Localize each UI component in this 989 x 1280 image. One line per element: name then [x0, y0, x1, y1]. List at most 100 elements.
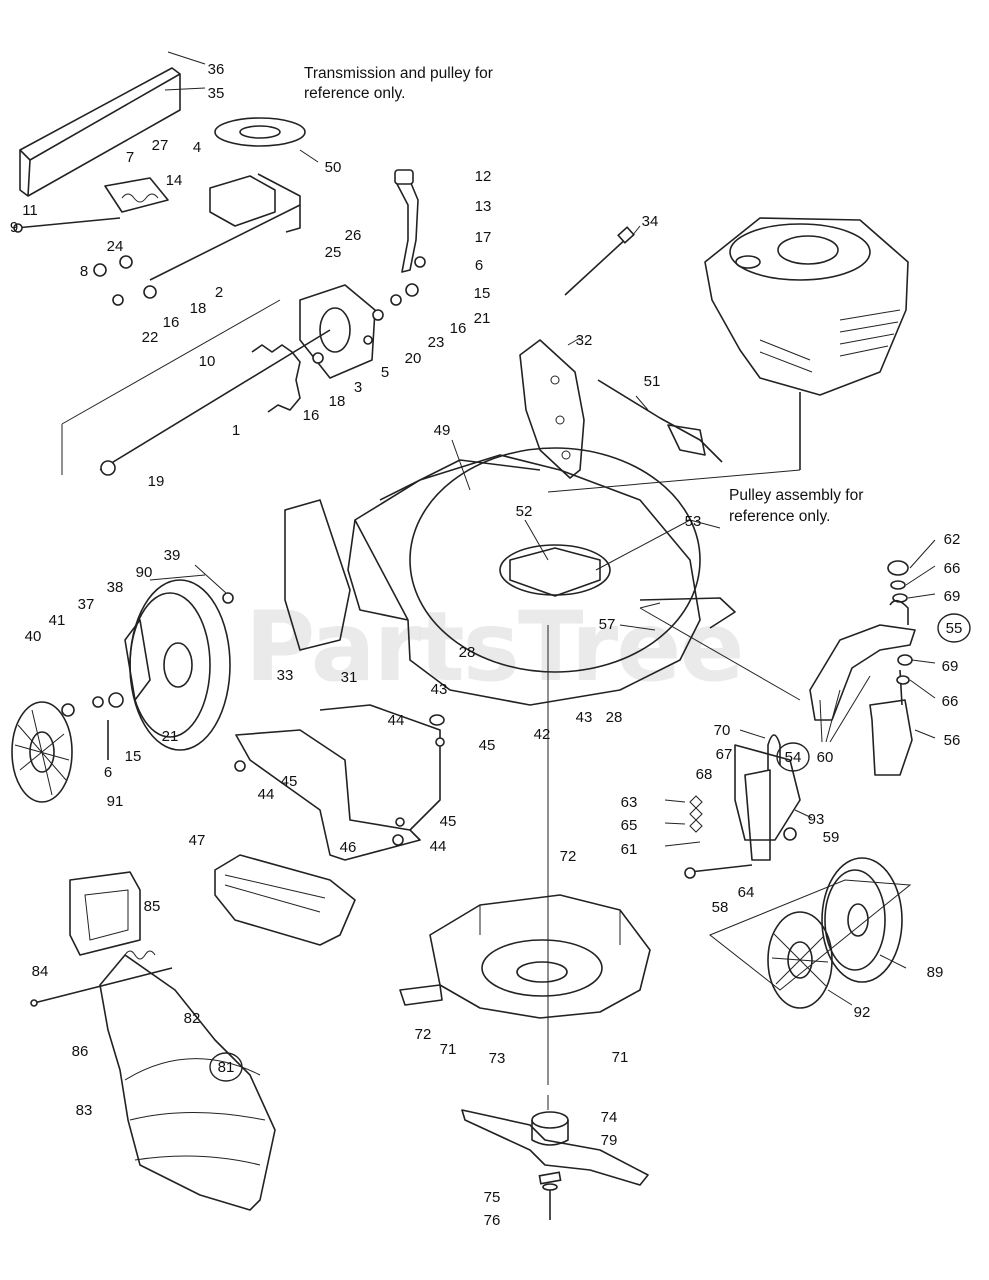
callout-label-c22: 22: [142, 329, 159, 346]
callout-label-c40: 40: [25, 628, 42, 645]
callout-label-c41: 41: [49, 612, 66, 629]
callout-label-c83: 83: [76, 1102, 93, 1119]
callout-label-c90: 90: [136, 564, 153, 581]
callout-circle: [209, 1052, 243, 1082]
pulley-note: Pulley assembly for reference only.: [729, 487, 863, 525]
callout-label-c74: 74: [601, 1109, 618, 1126]
handle-bracket: [519, 337, 585, 479]
callout-label-c14: 14: [166, 172, 183, 189]
callout-label-c45b: 45: [281, 773, 298, 790]
callout-label-c75: 75: [484, 1189, 501, 1206]
callout-label-c57: 57: [599, 616, 616, 633]
callout-label-c44a: 44: [388, 712, 405, 729]
callout-label-c18a: 18: [190, 300, 207, 317]
callout-label-c27: 27: [152, 137, 169, 154]
callout-label-c62: 62: [944, 531, 961, 548]
callout-label-c51: 51: [644, 373, 661, 390]
callout-label-c68: 68: [696, 766, 713, 783]
callout-label-c8: 8: [80, 263, 88, 280]
callout-label-c66b: 66: [942, 693, 959, 710]
circled-callout-label: 81: [218, 1059, 235, 1076]
circled-callout-k81: 81: [209, 1052, 243, 1082]
callout-label-c16c: 16: [303, 407, 320, 424]
callout-label-c43a: 43: [431, 681, 448, 698]
callout-label-c70: 70: [714, 722, 731, 739]
callout-label-c15b: 15: [125, 748, 142, 765]
baffle: [399, 625, 651, 1110]
callout-label-c28b: 28: [606, 709, 623, 726]
rear-wheel-assembly: [664, 539, 936, 1009]
callout-label-c3: 3: [354, 379, 362, 396]
grass-catcher: [30, 871, 276, 1211]
callout-label-c42: 42: [534, 726, 551, 743]
callout-label-c59: 59: [823, 829, 840, 846]
callout-label-c7: 7: [126, 149, 134, 166]
front-wheel-assembly: [11, 564, 234, 803]
transmission-note-line-2: reference only.: [304, 85, 405, 102]
callout-label-c2: 2: [215, 284, 223, 301]
callout-label-c21a: 21: [474, 310, 491, 327]
callout-label-c53: 53: [685, 513, 702, 530]
callout-label-c72b: 72: [415, 1026, 432, 1043]
callout-label-c17: 17: [475, 229, 492, 246]
callout-label-c50: 50: [325, 159, 342, 176]
callout-label-c19: 19: [148, 473, 165, 490]
callout-label-c23: 23: [428, 334, 445, 351]
callout-label-c39: 39: [164, 547, 181, 564]
callout-label-c76: 76: [484, 1212, 501, 1229]
callout-label-c18b: 18: [329, 393, 346, 410]
callout-label-c69b: 69: [942, 658, 959, 675]
callout-label-c49: 49: [434, 422, 451, 439]
callout-label-c26: 26: [345, 227, 362, 244]
callout-label-c58: 58: [712, 899, 729, 916]
drive-assembly: [13, 51, 426, 476]
circled-callout-k54: 54: [776, 742, 810, 772]
callout-label-c47: 47: [189, 832, 206, 849]
circled-callout-label: 55: [946, 620, 963, 637]
callout-label-c66a: 66: [944, 560, 961, 577]
callout-label-c91: 91: [107, 793, 124, 810]
circled-callout-k55: 55: [937, 613, 971, 643]
callout-label-c5: 5: [381, 364, 389, 381]
circled-callout-label: 54: [785, 749, 802, 766]
callout-label-c6b: 6: [104, 764, 112, 781]
callout-label-c25: 25: [325, 244, 342, 261]
callout-label-c89: 89: [927, 964, 944, 981]
callout-label-c36: 36: [208, 61, 225, 78]
callout-label-c32: 32: [576, 332, 593, 349]
callout-label-c20: 20: [405, 350, 422, 367]
callout-label-c43b: 43: [576, 709, 593, 726]
pulley-note-line-1: Pulley assembly for: [729, 487, 863, 504]
callout-label-c84: 84: [32, 963, 49, 980]
callout-label-c9: 9: [10, 219, 18, 236]
callout-circle: [937, 613, 971, 643]
circled-callouts: 55 54 81: [209, 613, 971, 1082]
callout-label-c24: 24: [107, 238, 124, 255]
callout-label-c38: 38: [107, 579, 124, 596]
callout-label-c71a: 71: [440, 1041, 457, 1058]
engine: [547, 217, 909, 493]
callout-label-c85: 85: [144, 898, 161, 915]
callout-label-c6a: 6: [475, 257, 483, 274]
callout-label-c52: 52: [516, 503, 533, 520]
callout-label-c28a: 28: [459, 644, 476, 661]
callout-label-c71b: 71: [612, 1049, 629, 1066]
callout-label-c35: 35: [208, 85, 225, 102]
callout-label-c13: 13: [475, 198, 492, 215]
callout-label-c69a: 69: [944, 588, 961, 605]
mulch-plug: [214, 854, 356, 946]
callout-label-c11: 11: [22, 202, 38, 219]
callout-label-c44b: 44: [258, 786, 275, 803]
callout-label-c60: 60: [817, 749, 834, 766]
callout-label-c65: 65: [621, 817, 638, 834]
callout-label-c16a: 16: [163, 314, 180, 331]
callout-label-c45a: 45: [479, 737, 496, 754]
callout-label-c15a: 15: [474, 285, 491, 302]
callout-label-c4: 4: [193, 139, 201, 156]
callout-label-c21b: 21: [162, 728, 179, 745]
callout-label-c16b: 16: [450, 320, 467, 337]
callout-label-c46: 46: [340, 839, 357, 856]
mower-deck: [284, 439, 801, 706]
